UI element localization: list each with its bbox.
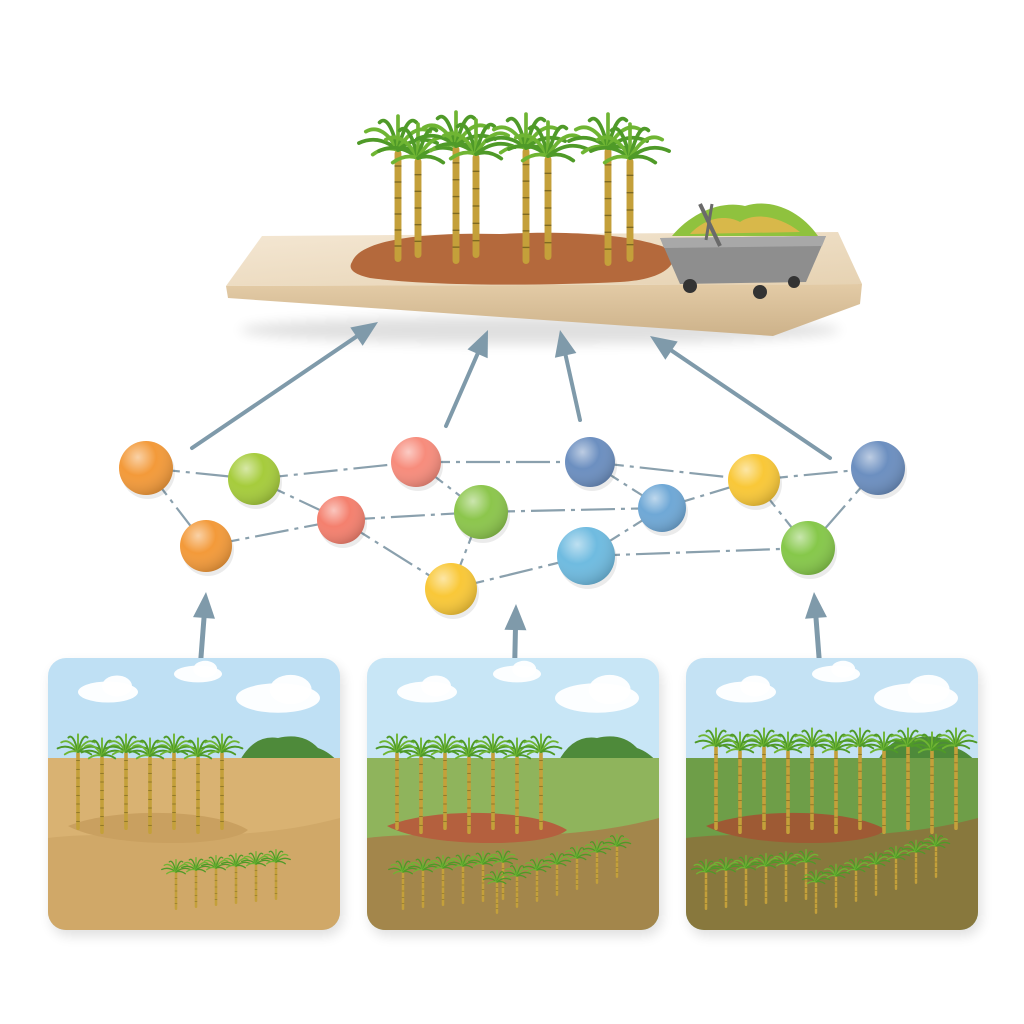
network-node-12 xyxy=(557,527,617,589)
network-node-3 xyxy=(391,437,443,491)
young-sugarcane xyxy=(448,853,478,904)
cloud-icon xyxy=(236,674,320,713)
field-panels xyxy=(48,658,981,936)
platform-sugarcane-4 xyxy=(435,118,517,258)
young-sugarcane xyxy=(711,857,741,908)
young-sugarcane xyxy=(691,859,721,910)
network-link-9 xyxy=(480,506,663,514)
platform-front xyxy=(226,284,862,336)
arrow-to-harvest-4 xyxy=(650,336,832,460)
network-link-14 xyxy=(585,546,809,558)
young-sugarcane xyxy=(388,859,418,910)
young-sugarcane xyxy=(161,859,191,910)
network-link-2 xyxy=(253,460,417,481)
cloud-icon xyxy=(555,674,639,713)
young-sugarcane xyxy=(428,855,458,906)
seedling-sugarcane xyxy=(582,839,612,884)
field-sugarcane xyxy=(886,727,930,830)
network-link-4 xyxy=(589,460,755,482)
network-node-7 xyxy=(180,520,234,576)
young-sugarcane xyxy=(771,851,801,902)
network-node-8 xyxy=(317,496,367,548)
cloud-icon xyxy=(874,674,958,713)
network-node-6 xyxy=(851,441,907,499)
cloud-icon xyxy=(78,675,138,703)
young-sugarcane xyxy=(261,849,291,900)
seedling-sugarcane xyxy=(921,833,951,878)
field-panel-dry-field xyxy=(48,658,343,936)
harvest-cart-icon xyxy=(660,203,826,299)
young-sugarcane xyxy=(488,849,518,900)
cloud-icon xyxy=(812,660,860,683)
seedling-sugarcane xyxy=(821,863,851,908)
seedling-sugarcane xyxy=(881,845,911,890)
network-node-11 xyxy=(425,563,479,619)
seedling-sugarcane xyxy=(562,845,592,890)
young-sugarcane xyxy=(791,849,821,900)
field-panel-lush-field xyxy=(686,658,981,936)
seedling-sugarcane xyxy=(861,851,891,896)
seedling-sugarcane xyxy=(602,833,632,878)
seedling-sugarcane xyxy=(841,857,871,902)
young-sugarcane xyxy=(201,855,231,906)
arrow-to-harvest-2 xyxy=(444,330,488,428)
young-sugarcane xyxy=(181,857,211,908)
platform-soil xyxy=(350,232,674,285)
cloud-icon xyxy=(493,660,541,683)
young-sugarcane xyxy=(241,851,271,902)
harvest-platform xyxy=(226,110,862,344)
cloud-icon xyxy=(397,675,457,703)
young-sugarcane xyxy=(221,853,251,904)
tree-line xyxy=(557,736,659,764)
young-sugarcane xyxy=(408,857,438,908)
seedling-sugarcane xyxy=(502,863,532,908)
network-node-13 xyxy=(781,521,837,579)
field-sugarcane xyxy=(128,737,172,834)
seedling-sugarcane xyxy=(542,851,572,896)
arrows-to-harvest xyxy=(190,322,832,460)
field-sugarcane xyxy=(814,731,858,834)
arrow-to-harvest-3 xyxy=(554,330,582,422)
young-sugarcane xyxy=(751,853,781,904)
seedling-sugarcane xyxy=(482,869,512,914)
seedling-sugarcane xyxy=(522,857,552,902)
network-node-5 xyxy=(728,454,782,510)
young-sugarcane xyxy=(468,851,498,902)
seedling-sugarcane xyxy=(901,839,931,884)
field-sugarcane xyxy=(519,733,563,830)
cloud-icon xyxy=(174,660,222,683)
platform-sugarcane-6 xyxy=(507,120,589,260)
network-node-10 xyxy=(638,484,688,536)
network-node-9 xyxy=(454,485,510,543)
field-sugarcane xyxy=(104,733,148,830)
cloud-icon xyxy=(716,675,776,703)
platform-sugarcane-group xyxy=(357,110,671,266)
network-node-1 xyxy=(119,441,175,499)
field-sugarcane xyxy=(200,733,244,830)
network-node-2 xyxy=(228,453,282,509)
field-sugarcane xyxy=(471,733,515,830)
young-sugarcane xyxy=(731,855,761,906)
platform-sugarcane-8 xyxy=(589,122,671,262)
field-panel-moderate-field xyxy=(367,658,662,936)
network-nodes xyxy=(119,437,907,619)
field-sugarcane xyxy=(742,727,786,830)
tree-line xyxy=(238,736,340,764)
field-sugarcane xyxy=(934,727,978,830)
arrow-to-harvest-1 xyxy=(190,322,378,450)
network-node-4 xyxy=(565,437,617,491)
seedling-sugarcane xyxy=(801,869,831,914)
